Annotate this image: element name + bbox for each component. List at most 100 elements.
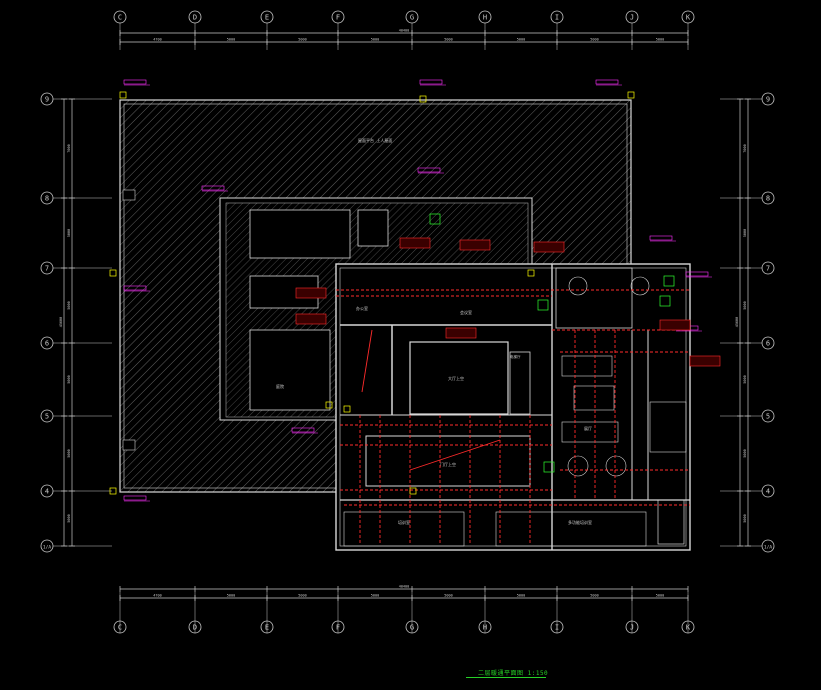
dim-text: 4700 <box>153 594 161 598</box>
grid-label: 7 <box>766 265 770 273</box>
duct-diagonal <box>409 439 501 471</box>
grid-label: 8 <box>45 195 49 203</box>
dim-text: 5000 <box>590 594 598 598</box>
equipment-unit <box>537 299 549 311</box>
dim-text: 5000 <box>67 375 71 383</box>
dim-overall-text: 40400 <box>399 585 410 589</box>
dim-text: 7000 <box>67 144 71 152</box>
dim-text: 5000 <box>67 449 71 457</box>
duct-diagonal <box>361 329 373 393</box>
dim-text: 5000 <box>67 301 71 309</box>
hall-upper-label: 大厅上空 <box>448 375 464 381</box>
south-left-label: 培训室 <box>398 519 410 525</box>
dim-text: 5000 <box>517 38 525 42</box>
dim-text: 7000 <box>743 144 747 152</box>
caption-underline <box>466 677 546 678</box>
dim-text: 5000 <box>590 38 598 42</box>
equipment-marker <box>627 91 635 99</box>
grid-label: 5 <box>45 413 49 421</box>
duct-spec-tag <box>689 355 721 367</box>
dim-text: 5000 <box>371 38 379 42</box>
equipment-marker <box>527 269 535 277</box>
equipment-unit <box>543 461 555 473</box>
grid-label: 4 <box>766 488 770 496</box>
court-label: 庭院 <box>276 383 284 389</box>
dim-overall-text: 45600 <box>735 317 739 328</box>
equipment-marker <box>109 487 117 495</box>
dim-text: 5000 <box>743 375 747 383</box>
duct-spec-tag <box>295 287 327 299</box>
dim-text: 4700 <box>153 38 161 42</box>
elevator-label: 电梯厅 <box>510 354 521 359</box>
dim-text: 5000 <box>517 594 525 598</box>
grid-label: 4 <box>45 488 49 496</box>
equipment-marker <box>409 487 417 495</box>
main-building: 大厅上空 门厅上空 办公室 会议室 展厅 培训室 多功能培训室 电梯厅 <box>335 263 691 551</box>
grid-label: 5 <box>766 413 770 421</box>
hall-lower-label: 门厅上空 <box>440 461 456 467</box>
dim-text: 5000 <box>743 229 747 237</box>
annotation-tag <box>291 427 315 433</box>
equipment-marker <box>119 91 127 99</box>
equipment-marker <box>325 401 333 409</box>
grid-label: G <box>410 14 414 22</box>
duct-spec-tag <box>295 313 327 325</box>
grid-label: 9 <box>766 96 770 104</box>
dim-text: 5000 <box>656 594 664 598</box>
annotation-tag <box>123 285 147 291</box>
dim-text: 5000 <box>298 38 306 42</box>
dim-text: 5000 <box>371 594 379 598</box>
dim-text: 5000 <box>656 38 664 42</box>
annotation-tag <box>419 79 443 85</box>
exhibit-label: 展厅 <box>584 425 592 431</box>
duct-spec-tag <box>459 239 491 251</box>
roof-label: 屋面平台 上人屋面 <box>358 137 392 143</box>
equipment-unit <box>659 295 671 307</box>
office-b-label: 会议室 <box>460 309 472 315</box>
annotation-tag <box>123 79 147 85</box>
grid-label: 7 <box>45 265 49 273</box>
office-a-label: 办公室 <box>356 305 368 311</box>
dim-text: 5000 <box>743 449 747 457</box>
drawing-caption: 二层暖通平面图 1:150 <box>478 670 549 677</box>
equipment-unit <box>429 213 441 225</box>
equipment-marker <box>343 405 351 413</box>
dim-text: 5000 <box>298 594 306 598</box>
dim-text: 5000 <box>67 514 71 522</box>
grid-label: 9 <box>45 96 49 104</box>
dim-overall-text: 40400 <box>399 29 410 33</box>
grid-label: H <box>483 14 487 22</box>
duct-spec-tag <box>445 327 477 339</box>
annotation-tag <box>595 79 619 85</box>
duct-spec-tag <box>533 241 565 253</box>
dim-text: 5000 <box>743 301 747 309</box>
grid-label: F <box>336 14 340 22</box>
dim-text: 5000 <box>444 594 452 598</box>
annotation-tag <box>417 167 441 173</box>
duct-spec-tag <box>399 237 431 249</box>
equipment-marker <box>419 95 427 103</box>
duct-spec-tag <box>659 319 691 331</box>
dim-overall-text: 45600 <box>59 317 63 328</box>
grid-label: 8 <box>766 195 770 203</box>
equipment-marker <box>109 269 117 277</box>
annotation-tag <box>201 185 225 191</box>
grid-label: I <box>555 14 559 22</box>
annotation-tags <box>109 79 721 502</box>
dim-text: 5000 <box>67 229 71 237</box>
dim-text: 5000 <box>743 514 747 522</box>
equipment-unit <box>663 275 675 287</box>
grid-label: K <box>686 624 691 632</box>
dim-text: 5000 <box>227 38 235 42</box>
grid-label: E <box>265 14 269 22</box>
grid-label: C <box>118 14 122 22</box>
grid-label: D <box>193 14 197 22</box>
dim-text: 5000 <box>444 38 452 42</box>
grid-label: 6 <box>766 340 770 348</box>
grid-label: K <box>686 14 691 22</box>
annotation-tag <box>649 235 673 241</box>
grid-label: 6 <box>45 340 49 348</box>
grid-label: 1/A <box>764 545 772 551</box>
